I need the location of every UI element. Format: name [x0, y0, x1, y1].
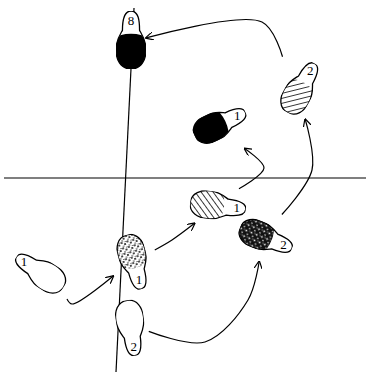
sole-outline	[275, 57, 327, 120]
sole	[116, 11, 146, 69]
step-arrow	[155, 223, 195, 250]
step-number: 1	[223, 200, 251, 216]
footprint-shape	[9, 245, 71, 299]
footprint-shape	[275, 57, 327, 120]
toe-fill	[113, 231, 149, 271]
step-arrow	[239, 149, 264, 189]
footprint-shape	[189, 99, 252, 148]
step-number: 2	[269, 237, 297, 253]
footprint: 1	[113, 231, 155, 292]
sole	[113, 231, 155, 292]
horizontal-axis	[4, 177, 366, 178]
footprint: 1	[189, 189, 248, 224]
step-number: 2	[120, 338, 148, 354]
step-arrow	[282, 119, 313, 214]
sole-outline	[9, 245, 71, 299]
sole-outline	[113, 298, 149, 357]
step-number: 1	[125, 272, 153, 288]
step-arrow	[146, 20, 283, 57]
footprint-shape	[235, 215, 297, 262]
step-number: 2	[296, 64, 324, 80]
sole	[9, 245, 71, 299]
sole-outline	[113, 231, 155, 292]
sole-outline	[189, 99, 252, 148]
footprint: 2	[113, 298, 149, 357]
sole	[189, 99, 252, 148]
footprint-shape	[113, 231, 155, 292]
toe-fill	[235, 215, 277, 254]
footprint: 1	[9, 245, 71, 299]
step-number: 1	[223, 108, 251, 124]
sole-outline	[116, 11, 146, 69]
footprint: 2	[235, 215, 297, 262]
footprint: 1	[189, 99, 252, 148]
sole	[275, 57, 327, 120]
sole	[235, 215, 297, 262]
step-arrow	[67, 276, 113, 304]
sole-outline	[235, 215, 297, 262]
step-number: 8	[116, 13, 146, 29]
step-arrow	[149, 261, 259, 343]
step-number: 1	[10, 254, 38, 270]
toe-fill	[113, 298, 145, 336]
footprint: 2	[275, 57, 327, 120]
sole	[113, 298, 149, 357]
footprint: 8	[116, 11, 146, 69]
